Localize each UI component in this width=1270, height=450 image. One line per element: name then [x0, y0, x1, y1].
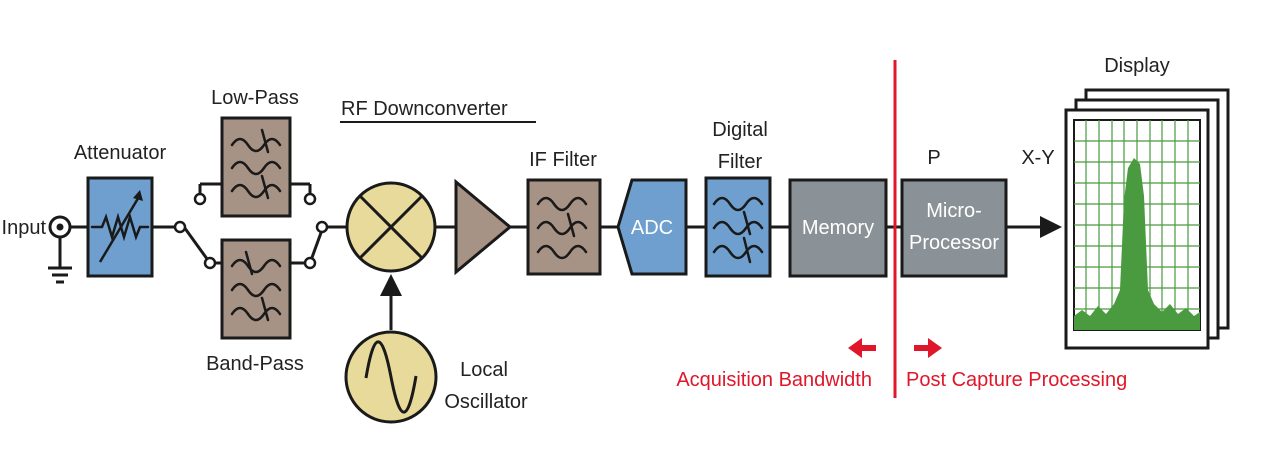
input-label: Input — [2, 217, 47, 239]
digital-filter-label-line2: Filter — [718, 151, 763, 173]
adc-label: ADC — [631, 217, 673, 239]
variable-resistor-icon — [90, 190, 150, 263]
attenuator-block — [86, 176, 154, 278]
acquisition-bandwidth-label: Acquisition Bandwidth — [676, 369, 872, 391]
microprocessor-label-line1: Micro- — [926, 200, 982, 222]
attenuator-label: Attenuator — [74, 142, 167, 164]
input-connector — [48, 215, 72, 284]
xy-label: X-Y — [1021, 147, 1054, 169]
filter-symbol-icon — [230, 250, 282, 322]
local-oscillator-label-line2: Oscillator — [444, 391, 528, 413]
screen-grid — [1074, 120, 1200, 330]
left-arrow-icon — [848, 338, 876, 358]
p-label: P — [927, 147, 940, 169]
mixer-icon — [345, 181, 437, 273]
band-pass-label: Band-Pass — [206, 353, 304, 375]
microprocessor-block: Micro- Processor — [900, 178, 1008, 278]
if-filter-label: IF Filter — [529, 149, 597, 171]
filter-symbol-icon — [230, 128, 282, 200]
band-pass-filter-block — [220, 238, 292, 340]
if-filter-block — [526, 178, 602, 276]
display-label: Display — [1104, 55, 1170, 77]
post-capture-processing-label: Post Capture Processing — [906, 369, 1127, 391]
display-screens — [1064, 88, 1230, 350]
rf-downconverter-label: RF Downconverter — [341, 98, 508, 120]
filter-symbol-icon — [712, 196, 764, 264]
filter-symbol-icon — [536, 196, 588, 260]
spectrum-screen — [1073, 119, 1201, 331]
low-pass-label: Low-Pass — [211, 87, 299, 109]
amplifier-icon — [454, 178, 513, 276]
digital-filter-label-line1: Digital — [712, 119, 768, 141]
low-pass-filter-block — [220, 116, 292, 218]
ground-icon — [48, 266, 72, 284]
memory-label: Memory — [802, 217, 874, 239]
adc-block: ADC — [616, 178, 688, 276]
microprocessor-label-line2: Processor — [909, 232, 999, 254]
right-arrow-icon — [914, 338, 942, 358]
local-oscillator-label-line1: Local — [460, 359, 508, 381]
digital-filter-block — [704, 176, 772, 278]
local-oscillator-icon — [344, 330, 438, 424]
spectrum-trace — [1074, 158, 1200, 330]
switch-contacts — [173, 192, 329, 270]
memory-block: Memory — [788, 178, 888, 278]
lo-arrow-icon — [380, 274, 402, 296]
